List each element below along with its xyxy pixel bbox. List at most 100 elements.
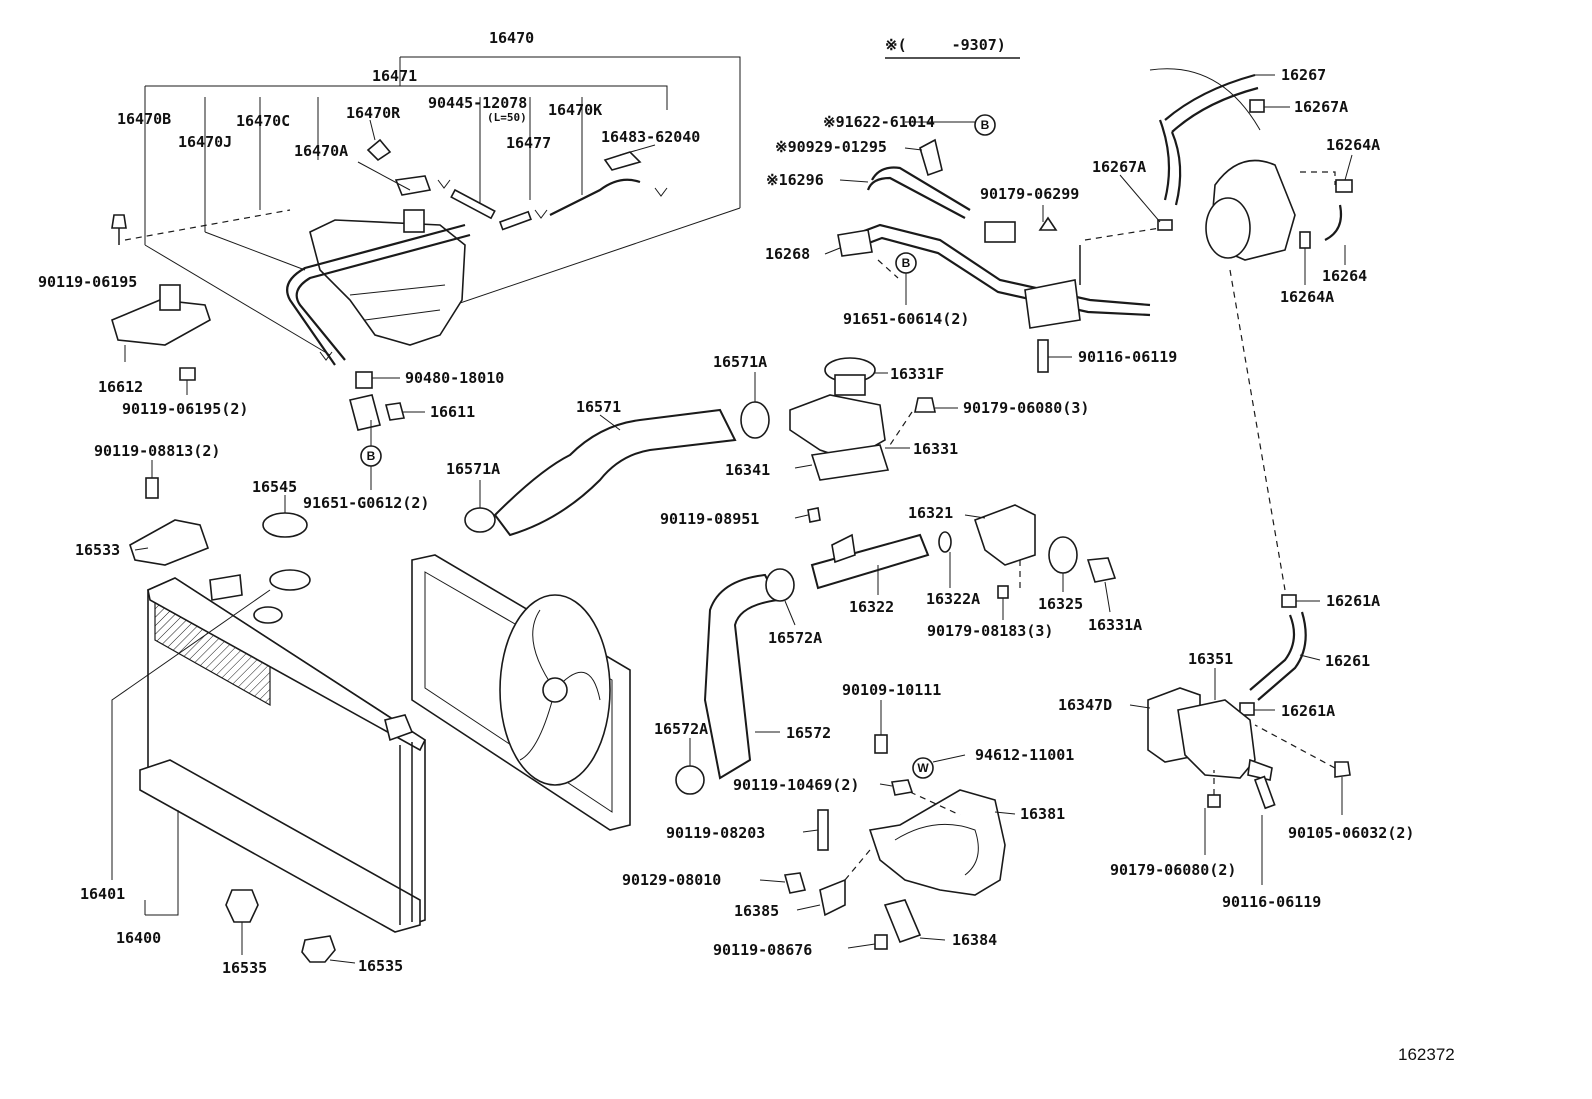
ld-16470A xyxy=(357,161,411,191)
label-16264A-bot: 16264A xyxy=(1280,288,1334,306)
bracket-16612-post xyxy=(159,284,181,311)
label-16572A-top: 16572A xyxy=(768,629,822,647)
dash-16264A xyxy=(1300,171,1336,185)
bolt-90116-06119-top xyxy=(1037,339,1049,373)
bolt-90119-08813 xyxy=(145,477,159,499)
clip-a xyxy=(437,179,451,189)
inlet-16321 xyxy=(973,504,1036,566)
bolt-90129-08010 xyxy=(783,872,807,894)
holder-16611-b xyxy=(384,402,406,421)
label-16470K: 16470K xyxy=(548,101,602,119)
label-16267A-top: 16267A xyxy=(1294,98,1348,116)
label-16572A-bot: 16572A xyxy=(654,720,708,738)
label-16381: 16381 xyxy=(1020,805,1065,823)
circle-markers: B B B W xyxy=(360,114,996,779)
radiator-cap-16401 xyxy=(269,569,311,591)
mount-bracket-group xyxy=(783,734,1006,950)
label-16261A-top: 16261A xyxy=(1326,592,1380,610)
clamp-16572A-top xyxy=(765,568,795,602)
label-91622-61014: ※91622-61014 xyxy=(823,113,935,131)
label-90116-06119-top: 90116-06119 xyxy=(1078,348,1177,366)
radiator-inlet-neck xyxy=(209,574,243,601)
radiator-upper-tank xyxy=(147,577,427,752)
clamp-16264A-bot xyxy=(1299,231,1311,249)
ld-16268 xyxy=(824,247,841,255)
label-90179-06080-3: 90179-06080(3) xyxy=(963,399,1089,417)
label-16471: 16471 xyxy=(372,67,417,85)
bolt-90119-10469 xyxy=(891,779,914,796)
label-16322A: 16322A xyxy=(926,590,980,608)
reservoir-cap xyxy=(394,175,432,196)
nut-90179-06080 xyxy=(914,397,936,413)
label-16267A-mid: 16267A xyxy=(1092,158,1146,176)
ld-90119-08203 xyxy=(802,829,819,833)
hose-16261-b xyxy=(1257,611,1307,701)
label-90480-18010: 90480-18010 xyxy=(405,369,504,387)
hose-16470K xyxy=(549,178,641,216)
ld-16385 xyxy=(796,904,821,911)
label-90105-06032-2: 90105-06032(2) xyxy=(1288,824,1414,842)
label-16261: 16261 xyxy=(1325,652,1370,670)
label-16331: 16331 xyxy=(913,440,958,458)
marker-b-1-text: B xyxy=(367,449,376,463)
hose-16261 xyxy=(1249,614,1296,691)
label-16477: 16477 xyxy=(506,134,551,152)
label-16612: 16612 xyxy=(98,378,143,396)
ld-16267A-mid xyxy=(1119,174,1161,223)
hose-16572 xyxy=(703,573,780,780)
throttle-body-arc xyxy=(1149,68,1261,131)
reservoir-level-line xyxy=(349,284,446,296)
flange-16268 xyxy=(837,229,873,257)
ld-16261 xyxy=(1299,654,1321,661)
label-90445-12078: 90445-12078 xyxy=(428,94,527,112)
label-90179-06080-2: 90179-06080(2) xyxy=(1110,861,1236,879)
marker-b-3-text: B xyxy=(902,256,911,270)
bypass-outlet xyxy=(1247,758,1273,781)
label-94612-11001: 94612-11001 xyxy=(975,746,1074,764)
radiator-filler-neck xyxy=(253,606,283,624)
label-16535-b: 16535 xyxy=(358,957,403,975)
label-90119-08813-2: 90119-08813(2) xyxy=(94,442,220,460)
hose-16264 xyxy=(1324,204,1343,241)
hose-16296 xyxy=(871,166,971,211)
label-16267: 16267 xyxy=(1281,66,1326,84)
leader-lines xyxy=(124,57,1353,949)
ld-16321 xyxy=(964,514,986,519)
label-16331A: 16331A xyxy=(1088,616,1142,634)
dash-bolt-to-tank xyxy=(124,209,291,241)
label-90119-08951: 90119-08951 xyxy=(660,510,759,528)
bolt-90119-08203 xyxy=(817,809,829,851)
throttle-group xyxy=(1149,68,1353,591)
ld-16384 xyxy=(919,937,946,941)
gasket-16322A xyxy=(938,531,952,553)
dash-bolt-to-bracket xyxy=(909,791,961,816)
label-90109-10111: 90109-10111 xyxy=(842,681,941,699)
pipe-16322 xyxy=(810,533,930,590)
label-16384: 16384 xyxy=(952,931,997,949)
label-90119-06195: 90119-06195 xyxy=(38,273,137,291)
ld-16341 xyxy=(794,464,813,469)
label-16571: 16571 xyxy=(576,398,621,416)
label-16296: ※16296 xyxy=(766,171,824,189)
hose-clip-16470A xyxy=(366,138,392,162)
clamp-16261A-bot xyxy=(1239,702,1255,716)
marker-w-text: W xyxy=(917,761,929,775)
label-16325: 16325 xyxy=(1038,595,1083,613)
dash-throttle-to-16261 xyxy=(1229,269,1286,591)
label-90179-06299: 90179-06299 xyxy=(980,185,1079,203)
label-16341: 16341 xyxy=(725,461,770,479)
label-16322: 16322 xyxy=(849,598,894,616)
reservoir-neck xyxy=(403,209,425,233)
dash-16385 xyxy=(844,849,871,881)
label-16533: 16533 xyxy=(75,541,120,559)
label-len50: (L=50) xyxy=(487,111,527,124)
ld-16347D xyxy=(1129,704,1151,709)
label-16545: 16545 xyxy=(252,478,297,496)
ld-16381 xyxy=(994,811,1016,815)
clip-c xyxy=(654,187,668,197)
label-90929-01295: ※90929-01295 xyxy=(775,138,887,156)
water-outlet-group xyxy=(789,357,936,481)
ld-16331A xyxy=(1104,581,1111,613)
